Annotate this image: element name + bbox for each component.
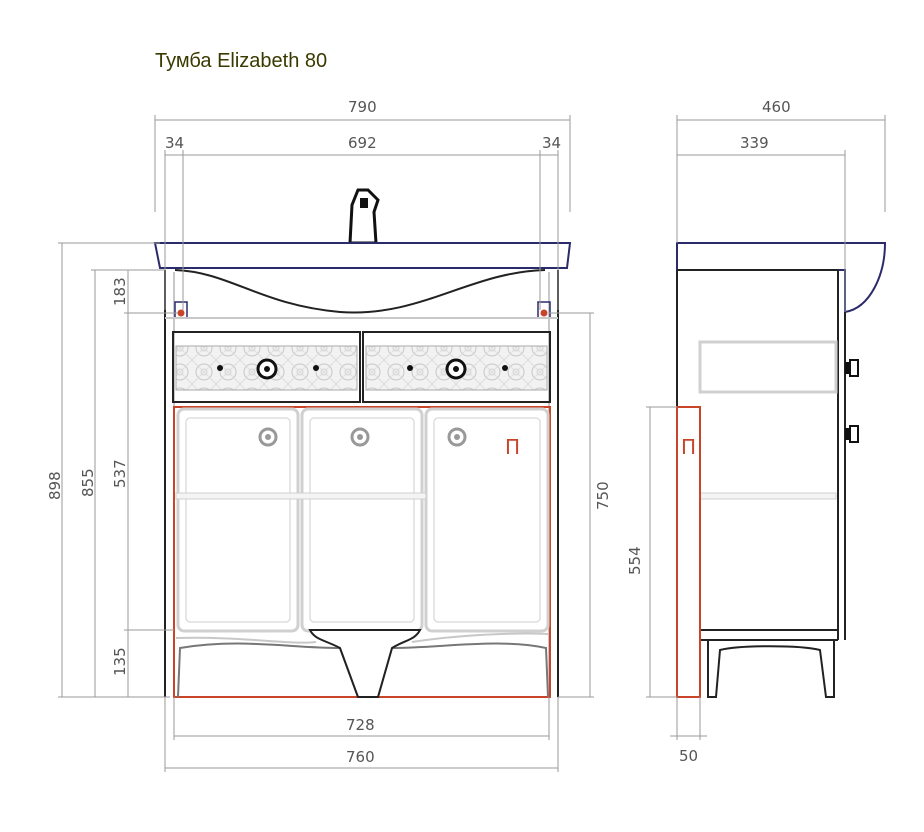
side-install-panel: [676, 406, 701, 698]
dim-side-mount-height: 554: [626, 546, 644, 575]
dim-cabinet-height: 855: [79, 468, 97, 497]
dim-panel-thickness: 50: [679, 747, 698, 765]
side-marker: П: [681, 435, 696, 459]
page-title: Тумба Elizabeth 80: [155, 50, 328, 72]
skirt: [175, 629, 549, 698]
dim-inner-width: 692: [348, 134, 377, 152]
handle-icon: [845, 425, 859, 443]
front-dimensions: 790 34 692 34 898 855 183 537 135 750 72…: [46, 98, 612, 772]
dim-left-offset: 34: [165, 134, 184, 152]
dim-mount-height: 750: [594, 481, 612, 510]
front-view: П: [153, 188, 572, 698]
dim-overall-depth: 460: [762, 98, 791, 116]
doors: П: [175, 407, 550, 633]
faucet-icon: [348, 188, 380, 245]
dim-door-height: 537: [111, 459, 129, 488]
dim-right-offset: 34: [542, 134, 561, 152]
handle-icon: [845, 359, 859, 377]
side-view: П: [676, 242, 887, 698]
drawer-right: [362, 331, 551, 403]
mount-point-left: [177, 309, 185, 317]
mount-point-right: [540, 309, 548, 317]
drawer-left: [172, 331, 361, 403]
dim-overall-width: 790: [348, 98, 377, 116]
basin: [153, 242, 572, 269]
dim-frame-width: 728: [346, 716, 375, 734]
dim-basin-depth: 183: [111, 277, 129, 306]
front-marker: П: [505, 435, 520, 459]
dim-total-height: 898: [46, 471, 64, 500]
dim-base-width: 760: [346, 748, 375, 766]
dim-leg-height: 135: [111, 647, 129, 676]
side-dimensions: 460 339 554 50: [626, 98, 886, 765]
dim-side-basin-depth: 339: [740, 134, 769, 152]
